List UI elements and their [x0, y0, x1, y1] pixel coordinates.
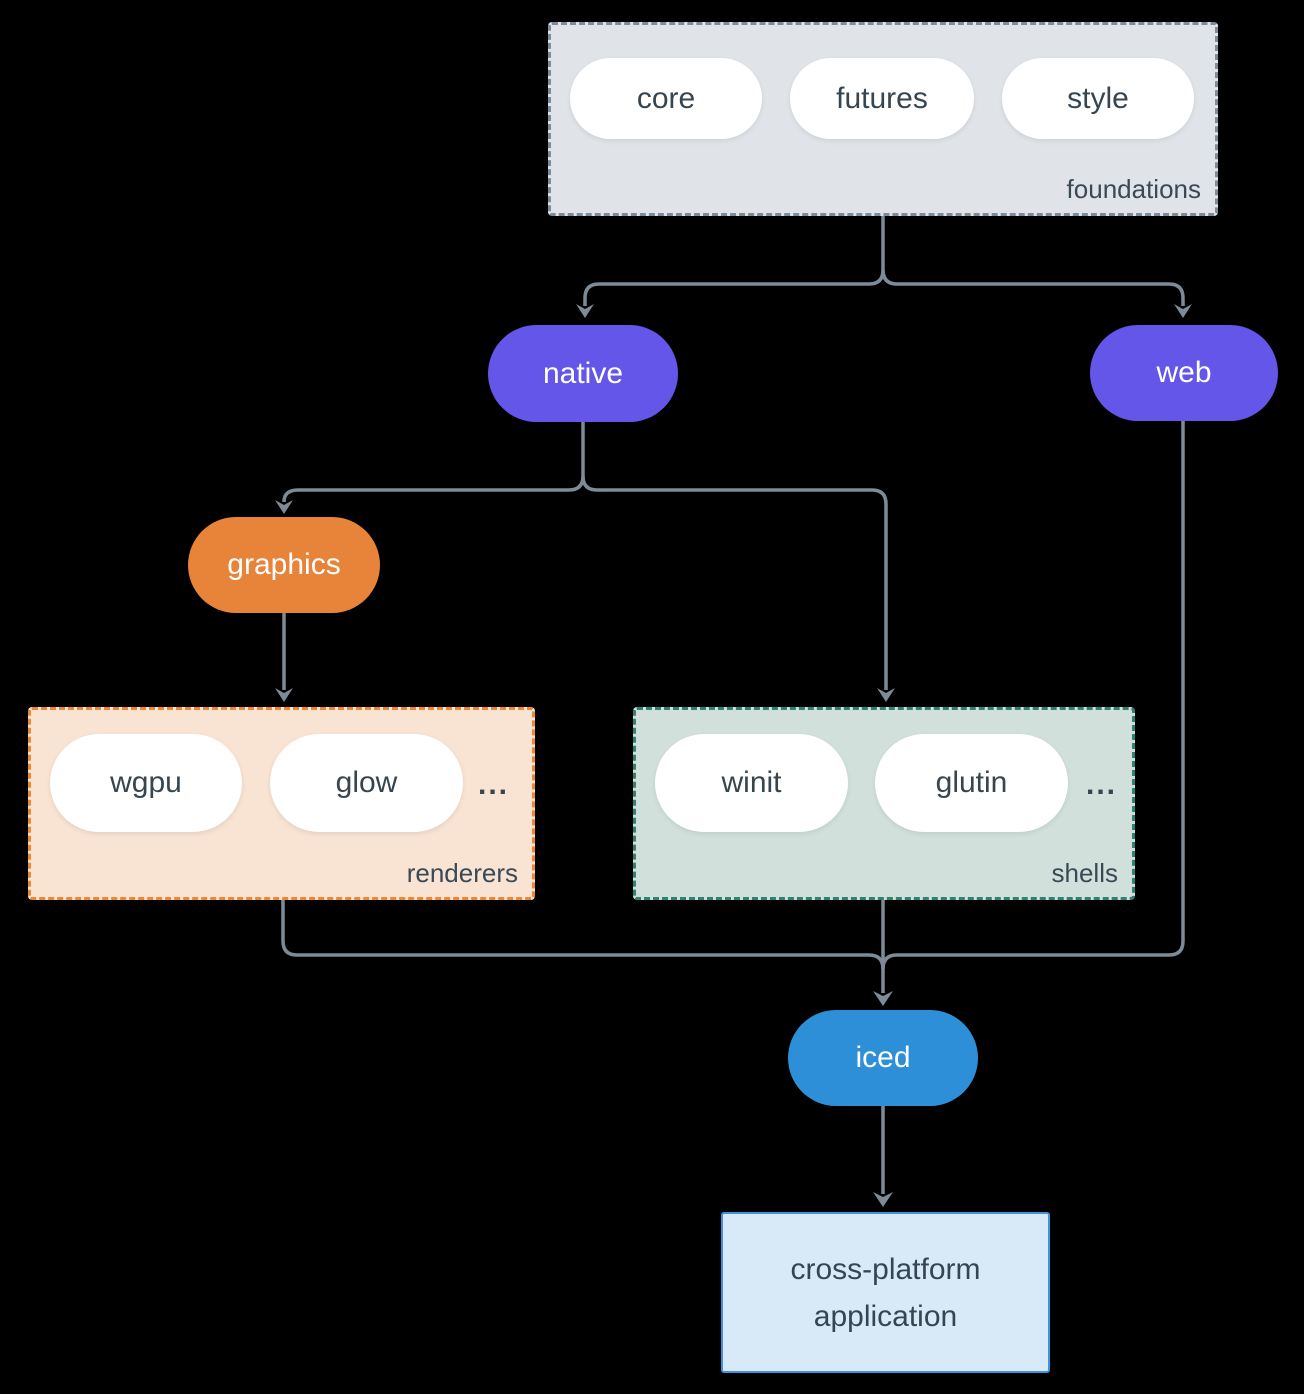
group-foundations: core futures style foundations [548, 22, 1218, 216]
app-box: cross-platform application [721, 1212, 1050, 1373]
node-web: web [1090, 325, 1278, 421]
group-label-renderers: renderers [406, 858, 518, 888]
arrowhead-to-iced [873, 991, 893, 1006]
arrowhead-to-native [576, 304, 594, 318]
app-box-line2: application [813, 1299, 958, 1333]
node-style: style [1002, 58, 1194, 139]
edge-iced-app [873, 1106, 893, 1207]
arrowhead-to-web [1174, 304, 1192, 318]
node-futures: futures [790, 58, 974, 139]
node-native: native [488, 325, 678, 422]
node-wgpu: wgpu [50, 734, 242, 832]
node-core: core [570, 58, 762, 139]
edge-native-split [275, 422, 895, 702]
arrowhead-to-shells [877, 688, 895, 702]
group-renderers: wgpu glow ... renderers [28, 707, 535, 900]
group-label-shells: shells [1051, 858, 1118, 888]
arrowhead-to-graphics [275, 500, 293, 514]
group-shells: winit glutin ... shells [633, 707, 1135, 900]
edge-foundations-split [576, 213, 1192, 318]
node-iced: iced [788, 1010, 978, 1106]
node-winit: winit [655, 734, 848, 832]
arrowhead-to-app [873, 1192, 893, 1207]
app-box-line1: cross-platform [790, 1252, 981, 1286]
node-graphics: graphics [188, 517, 380, 613]
group-label-foundations: foundations [1066, 174, 1201, 204]
edge-graphics-renderers [275, 613, 293, 702]
edge-merge-to-iced [281, 420, 1185, 1006]
renderers-ellipsis: ... [478, 768, 510, 801]
shells-ellipsis: ... [1086, 768, 1118, 801]
node-glutin: glutin [875, 734, 1068, 832]
node-glow: glow [270, 734, 463, 832]
arrowhead-to-renderers [275, 688, 293, 702]
